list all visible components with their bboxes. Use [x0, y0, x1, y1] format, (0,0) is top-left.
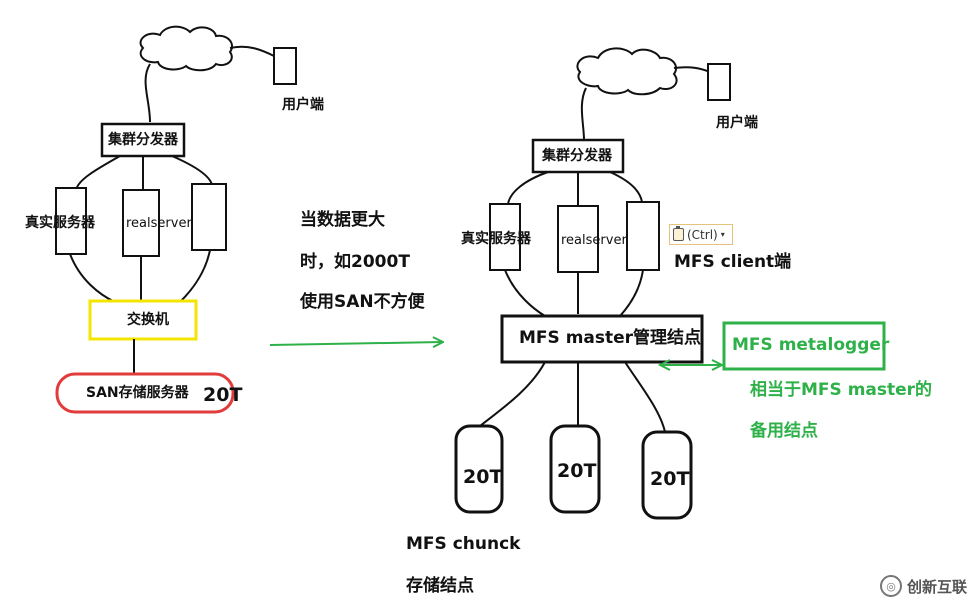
- san-label: SAN存储服务器: [86, 385, 189, 401]
- dispatch-line-1: [75, 155, 121, 191]
- dispatcher-box-right: [531, 138, 625, 174]
- chunk-capacity-1: 20T: [463, 466, 503, 488]
- dispatch-line-right-1: [507, 171, 549, 205]
- master-line-1: [504, 269, 546, 317]
- metalogger-arrow-right: [711, 359, 725, 371]
- master-label: MFS master管理结点: [519, 328, 702, 348]
- switch-box: [88, 299, 198, 341]
- server-box-3: [191, 183, 227, 251]
- switch-line-1: [69, 253, 116, 303]
- dispatch-line-3: [171, 155, 213, 186]
- chunk-line-3: [624, 361, 666, 433]
- real-server-label: 真实服务器: [25, 215, 95, 231]
- metalogger-arrow-left: [657, 359, 671, 371]
- server-box-1: [55, 187, 87, 255]
- dispatcher-label-right: 集群分发器: [542, 148, 612, 164]
- paste-options-button[interactable]: (Ctrl) ▾: [669, 224, 733, 245]
- master-line-3: [619, 269, 644, 317]
- chunk-capacity-2: 20T: [557, 460, 597, 482]
- client-link-line: [229, 45, 275, 57]
- chunk-capacity-3: 20T: [650, 468, 690, 490]
- realserver-label: realserver: [126, 216, 192, 231]
- san-box: [55, 372, 235, 414]
- server-box-right-1: [489, 203, 521, 271]
- chevron-down-icon: ▾: [720, 230, 725, 239]
- chunk-line-1: [479, 361, 546, 427]
- cloud-icon-right: [576, 47, 678, 96]
- cloud-dispatcher-line-right: [580, 87, 587, 141]
- cloud-dispatcher-line: [144, 63, 151, 123]
- chunk-label-line-1: MFS chunck: [406, 534, 521, 554]
- server-box-right-3: [626, 201, 660, 271]
- dispatcher-label: 集群分发器: [108, 132, 178, 148]
- client-box: [273, 47, 297, 85]
- server-box-right-2: [557, 205, 599, 273]
- clipboard-icon: [673, 226, 684, 241]
- chunk-label-line-2: 存储结点: [406, 576, 474, 596]
- client-label: 用户端: [282, 97, 324, 113]
- real-server-label-right: 真实服务器: [461, 231, 531, 247]
- paste-options-label: (Ctrl): [687, 227, 718, 242]
- switch-label: 交换机: [127, 312, 169, 328]
- dispatch-line-right-3: [609, 171, 643, 203]
- metalogger-note-line-1: 相当于MFS master的: [750, 380, 933, 400]
- note-line-3: 使用SAN不方便: [300, 292, 425, 312]
- realserver-label-right: realserver: [561, 233, 627, 248]
- client-box-right: [707, 63, 731, 101]
- watermark: ◎ 创新互联: [880, 575, 967, 597]
- metalogger-box: [722, 321, 886, 371]
- mfs-client-label: MFS client端: [674, 252, 792, 272]
- san-capacity: 20T: [203, 384, 243, 406]
- client-label-right: 用户端: [716, 115, 758, 131]
- master-box: [500, 314, 704, 364]
- chunk-box-1: [454, 424, 504, 514]
- switch-line-3: [179, 249, 211, 303]
- client-link-line-right: [673, 66, 711, 73]
- transition-arrow: [269, 342, 442, 345]
- metalogger-note-line-2: 备用结点: [750, 421, 818, 441]
- chunk-box-3: [641, 430, 693, 520]
- cloud-icon: [139, 25, 234, 72]
- logo-icon: ◎: [880, 575, 902, 597]
- note-line-2: 时，如2000T: [300, 252, 410, 272]
- note-line-1: 当数据更大: [300, 210, 385, 230]
- watermark-text: 创新互联: [907, 577, 968, 596]
- chunk-box-2: [549, 424, 601, 514]
- metalogger-label: MFS metalogger: [732, 335, 890, 355]
